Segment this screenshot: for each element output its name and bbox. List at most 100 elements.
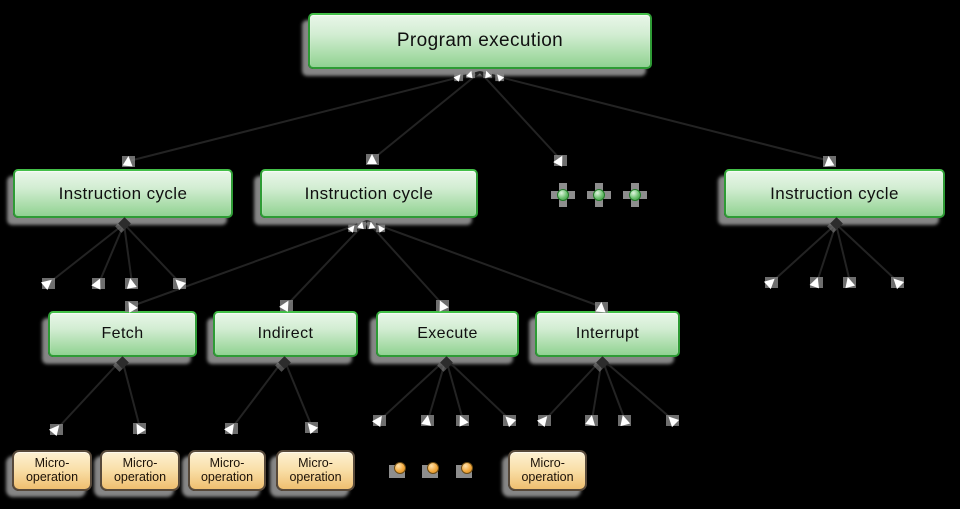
arrowhead-icon — [453, 72, 465, 82]
node-label: Micro- operation — [289, 456, 342, 484]
arrowhead-icon — [375, 223, 387, 233]
node-program-execution: Program execution — [308, 13, 652, 69]
arrowhead-icon — [466, 69, 477, 79]
connector-line — [128, 71, 481, 162]
arrowhead-triangle — [585, 414, 597, 426]
arrowhead-triangle — [595, 301, 607, 313]
arrowhead-triangle — [421, 414, 433, 426]
node-label: Fetch — [101, 325, 144, 342]
arrowhead-icon — [303, 419, 320, 435]
connector-line — [56, 358, 123, 430]
arrowhead-triangle — [367, 221, 376, 229]
arrowhead-icon — [365, 152, 381, 166]
arrowhead-icon — [809, 275, 825, 289]
node-indirect: Indirect — [213, 311, 358, 357]
arrowhead-icon — [132, 421, 148, 435]
node-label: Micro- operation — [200, 456, 254, 484]
arrowhead-icon — [501, 412, 518, 428]
dot-circle — [593, 189, 605, 201]
connector-line — [372, 71, 481, 160]
orange-ellipsis-dot — [455, 457, 479, 481]
connector-line — [445, 358, 511, 421]
aggregation-diamond — [827, 217, 843, 233]
arrowhead-icon — [664, 412, 681, 428]
connector-line — [479, 71, 831, 162]
arrowhead-icon — [822, 154, 838, 168]
connector-line — [366, 220, 603, 308]
arrowhead-icon — [48, 421, 65, 437]
connector-line — [286, 220, 368, 306]
arrowhead-icon — [842, 275, 858, 289]
arrowhead-shadow — [305, 422, 318, 433]
arrowhead-icon — [553, 153, 569, 167]
node-micro-operation-5: Micro- operation — [508, 450, 587, 491]
connector-line — [771, 223, 837, 283]
connector-line — [379, 358, 447, 421]
dot-circle — [629, 189, 641, 201]
arrowhead-icon — [91, 276, 107, 290]
connector-line — [479, 71, 562, 161]
arrowhead-icon — [594, 300, 610, 314]
connector-line — [445, 358, 464, 421]
arrowhead-icon — [279, 298, 295, 312]
aggregation-diamond — [113, 356, 129, 372]
node-label: Interrupt — [575, 325, 640, 342]
arrowhead-icon — [124, 299, 140, 313]
node-label: Micro- operation — [25, 456, 79, 484]
arrowhead-icon — [372, 413, 388, 427]
arrowhead-icon — [617, 413, 633, 427]
node-interrupt: Interrupt — [535, 311, 680, 357]
arrowhead-icon — [889, 274, 906, 290]
node-execute: Execute — [376, 311, 519, 357]
arrowhead-icon — [494, 72, 506, 82]
node-label: Micro- operation — [113, 456, 167, 484]
orange-ellipsis-dot — [421, 457, 445, 481]
arrowhead-icon — [435, 298, 451, 312]
connector-line — [98, 223, 125, 284]
arrowhead-icon — [483, 69, 494, 79]
arrowhead-triangle — [122, 155, 134, 167]
arrowhead-triangle — [367, 154, 377, 164]
green-ellipsis-dot — [623, 183, 647, 207]
green-ellipsis-dot — [587, 183, 611, 207]
arrowhead-triangle — [823, 155, 835, 167]
aggregation-diamond — [437, 356, 453, 372]
dot-circle — [461, 462, 473, 474]
node-micro-operation-3: Micro- operation — [188, 450, 266, 491]
connector-line — [48, 223, 125, 284]
connector-line — [544, 358, 603, 421]
arrowhead-icon — [536, 412, 553, 428]
node-instruction-cycle-1: Instruction cycle — [13, 169, 233, 218]
connector-line — [601, 358, 626, 421]
node-label: Instruction cycle — [58, 183, 188, 203]
arrowhead-shadow — [125, 301, 138, 312]
arrowhead-shadow — [133, 423, 146, 434]
arrowhead-triangle — [125, 277, 137, 289]
connector-line — [123, 223, 133, 284]
arrowhead-icon — [224, 421, 240, 435]
node-micro-operation-4: Micro- operation — [276, 450, 355, 491]
aggregation-diamond — [275, 356, 291, 372]
connector-line — [366, 220, 444, 306]
node-label: Program execution — [396, 30, 564, 51]
connector-line — [835, 223, 899, 283]
orange-ellipsis-dot — [388, 457, 412, 481]
connector-line — [835, 223, 851, 283]
arrowhead-shadow — [122, 156, 135, 167]
arrowhead-icon — [584, 413, 600, 427]
arrowhead-icon — [763, 274, 780, 290]
node-fetch: Fetch — [48, 311, 197, 357]
aggregation-diamond — [115, 217, 131, 233]
node-micro-operation-2: Micro- operation — [100, 450, 180, 491]
node-label: Micro- operation — [521, 456, 574, 484]
connector-line — [131, 220, 368, 307]
arrowhead-icon — [455, 413, 471, 427]
arrowhead-icon — [121, 154, 137, 168]
node-instruction-cycle-3: Instruction cycle — [724, 169, 945, 218]
arrowhead-icon — [40, 275, 57, 291]
connector-line — [601, 358, 674, 421]
node-label: Instruction cycle — [304, 183, 434, 203]
node-label: Indirect — [257, 325, 314, 342]
node-label: Execute — [417, 325, 478, 342]
